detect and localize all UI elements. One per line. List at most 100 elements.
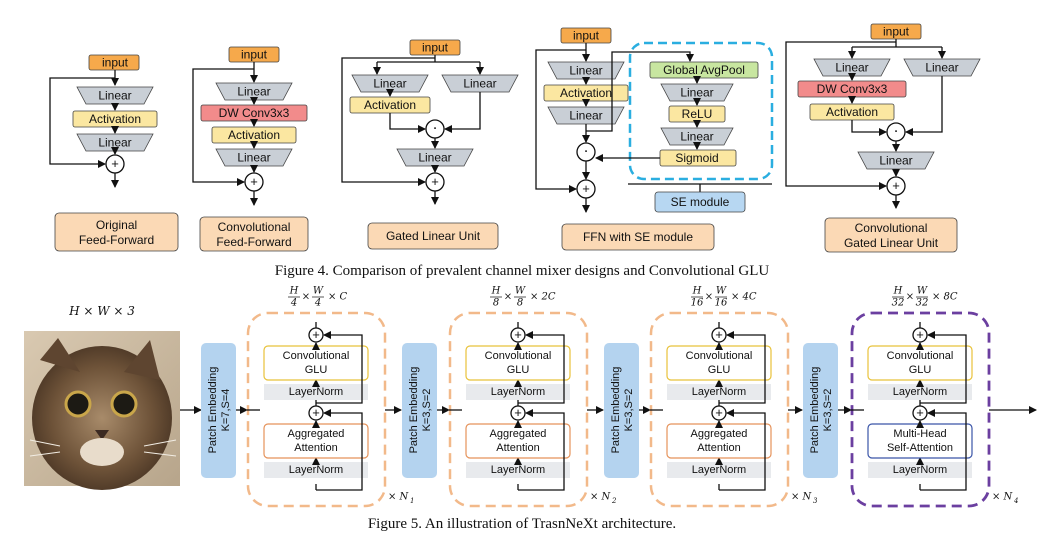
layernorm-label: LayerNorm xyxy=(893,386,947,398)
add-node-upper-symbol: + xyxy=(715,327,723,342)
add-node-lower-symbol: + xyxy=(312,405,320,420)
se-input-branch xyxy=(586,51,694,132)
se-linear-1 xyxy=(660,83,734,102)
layernorm-label: LayerNorm xyxy=(491,464,545,476)
patch-params-label: K=3,S=2 xyxy=(421,389,433,432)
activation-label: Activation xyxy=(826,105,878,119)
multiply-node-symbol: · xyxy=(432,120,437,137)
linear-block-left-label: Linear xyxy=(835,61,868,75)
repeat-subscript: 4 xyxy=(1013,497,1018,505)
conv-glu-label-1: Convolutional xyxy=(887,350,954,362)
repeat-label: × N xyxy=(791,492,813,503)
linear-block-1 xyxy=(76,86,154,105)
se-module-label: SE module xyxy=(671,195,730,209)
layernorm-box xyxy=(667,462,771,478)
linear-block-right-label: Linear xyxy=(925,61,958,75)
input-label: input xyxy=(573,29,600,43)
dwconv-label: DW Conv3x3 xyxy=(817,82,888,96)
cat-whisker xyxy=(143,451,177,457)
linear-block-2-label: Linear xyxy=(98,136,131,150)
cat-left-ear xyxy=(40,338,80,372)
stage-dims-label: H4×W4× C xyxy=(288,286,348,309)
add-node-lower-symbol: + xyxy=(916,405,924,420)
input-box xyxy=(88,54,140,71)
attention-label-1: Aggregated xyxy=(288,428,345,440)
residual-lower xyxy=(920,409,967,491)
add-node-symbol: + xyxy=(250,174,258,189)
dims-w: W xyxy=(515,286,526,297)
linear-block-1-label: Linear xyxy=(569,64,602,78)
input-label: input xyxy=(241,48,268,62)
linear-block-out-label: Linear xyxy=(879,154,912,168)
repeat-subscript: 2 xyxy=(611,497,617,505)
stage-dims-label: H16×W16× 4C xyxy=(691,286,757,309)
label-convolutional-glu-text-2: Gated Linear Unit xyxy=(844,236,939,250)
linear-block-2-label: Linear xyxy=(237,151,270,165)
add-node-upper-symbol: + xyxy=(312,327,320,342)
attention-label-2: Attention xyxy=(496,442,539,454)
residual-lower xyxy=(518,409,565,491)
sigmoid-label: Sigmoid xyxy=(675,151,718,165)
repeat-label: × N xyxy=(992,492,1014,503)
residual-upper xyxy=(518,331,565,404)
label-convolutional-glu xyxy=(824,217,958,253)
se-linear-2-label: Linear xyxy=(680,130,713,144)
cat-nose xyxy=(95,430,109,440)
cat-right-ear xyxy=(124,340,160,380)
layernorm-box xyxy=(264,384,368,400)
residual-connection xyxy=(192,68,254,186)
layernorm-box xyxy=(667,384,771,400)
linear-block-right xyxy=(903,58,981,77)
linear-block-2 xyxy=(76,133,154,152)
cat-left-eye xyxy=(64,390,92,418)
dims-w-den: 32 xyxy=(916,298,929,309)
conv-glu-label-1: Convolutional xyxy=(283,350,350,362)
dims-h-den: 16 xyxy=(691,298,704,309)
attention-label-1: Aggregated xyxy=(691,428,748,440)
dims-c: × 8C xyxy=(932,292,958,303)
linear-block-out-label: Linear xyxy=(418,151,451,165)
cat-input-image xyxy=(24,331,180,490)
layernorm-box xyxy=(868,462,972,478)
residual-lower xyxy=(719,409,766,491)
dims-w-den: 8 xyxy=(517,298,523,309)
cat-whisker xyxy=(143,439,177,447)
residual-connection xyxy=(341,57,435,186)
figure-5-caption: Figure 5. An illustration of TrasnNeXt a… xyxy=(368,516,676,532)
gate-branch xyxy=(389,113,426,133)
label-convolutional-feedforward-text-2: Feed-Forward xyxy=(216,235,291,249)
repeat-label: × N xyxy=(388,492,410,503)
patch-embedding-label: Patch Embedding xyxy=(207,367,219,454)
dims-h: H xyxy=(893,286,903,297)
linear-block-left xyxy=(813,58,891,77)
linear-block-2-label: Linear xyxy=(569,109,602,123)
cat-head xyxy=(32,346,172,490)
add-node-symbol: + xyxy=(111,156,119,171)
label-ffn-se-module xyxy=(561,223,715,251)
label-gated-linear-unit-text: Gated Linear Unit xyxy=(386,229,481,243)
input-label: input xyxy=(883,25,910,39)
patch-embedding-box xyxy=(803,343,838,478)
layernorm-box xyxy=(466,462,570,478)
patch-embedding-label: Patch Embedding xyxy=(408,367,420,454)
se-module-border xyxy=(628,41,774,181)
dims-c: × 2C xyxy=(530,292,556,303)
patch-embedding-label: Patch Embedding xyxy=(809,367,821,454)
dims-w: W xyxy=(917,286,928,297)
linear-block-1 xyxy=(215,82,293,101)
label-ffn-se-module-text: FFN with SE module xyxy=(583,230,693,244)
linear-block-right xyxy=(441,74,519,93)
activation-label: Activation xyxy=(560,86,612,100)
activation-label: Activation xyxy=(89,112,141,126)
dims-c: × C xyxy=(328,292,348,303)
add-node-lower-symbol: + xyxy=(715,405,723,420)
cat-right-eye xyxy=(110,390,138,418)
residual-connection xyxy=(49,77,115,168)
relu-label: ReLU xyxy=(682,107,713,121)
